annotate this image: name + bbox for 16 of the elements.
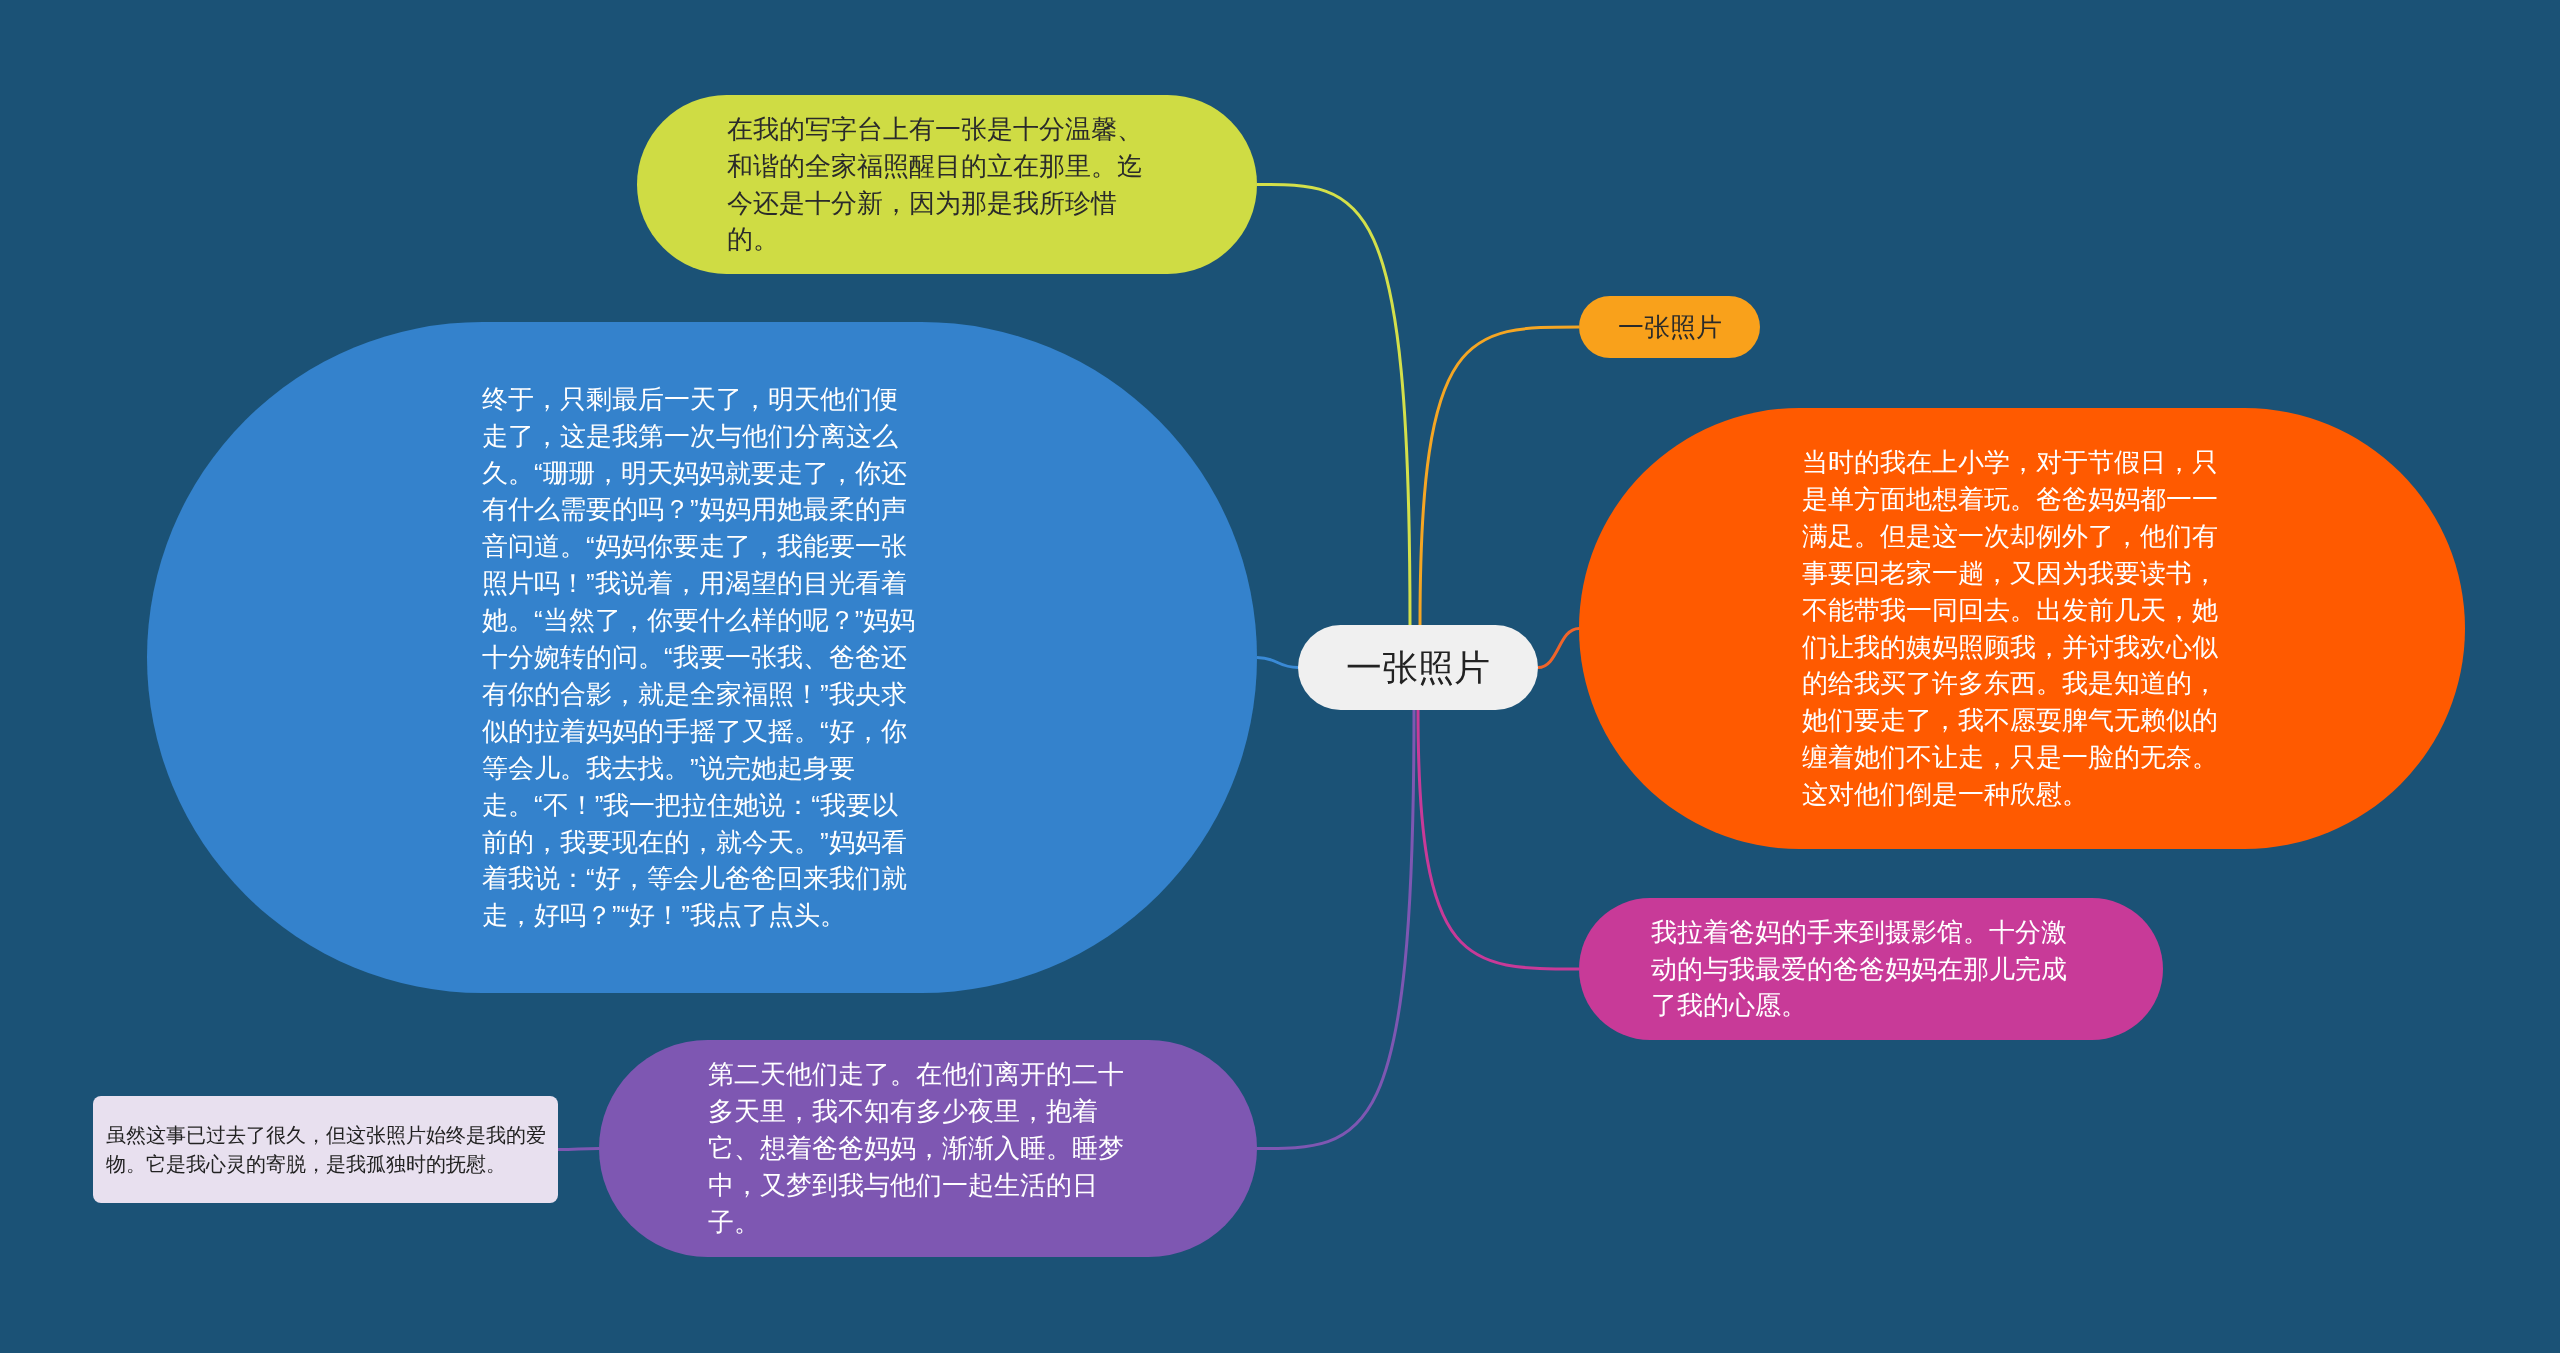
topic-text: 终于，只剩最后一天了，明天他们便走了，这是我第一次与他们分离这么久。“珊珊，明天妈妈就要走了，你还有什么需要的吗？”妈妈用她最柔的声音问道。“妈妈你要走了，我能要一张照片吗！”我说着，用渴望的目光看着她。“当然了，你要什么样的呢？”妈妈十分婉转的问。“我要一张我、爸爸还有你的合影，就是全家福照！”我央求似的拉着妈妈的手摇了又摇。“好，你等会儿。我去找。”说完她起身要走。“不！”我一把拉住她说：“我要以前的，我要现在的，就今天。”妈妈看着我说：“好，等会儿爸爸回来我们就走，好吗？”“好！”我点了点头。: [482, 382, 917, 933]
connector-line: [1418, 325, 1579, 626]
topic-text: 第二天他们走了。在他们离开的二十多天里，我不知有多少夜里，抱着它、想着爸爸妈妈，渐渐入睡。睡梦中，又梦到我与他们一起生活的日子。: [708, 1058, 1125, 1239]
topic-text: 虽然这事已过去了很久，但这张照片始终是我的爱物。它是我心灵的寄脱，是我孤独时的抚慰。: [105, 1123, 546, 1177]
connector-line: [1416, 709, 1579, 971]
topic-text: 当时的我在上小学，对于节假日，只是单方面地想着玩。爸爸妈妈都一一满足。但是这一次却例外了，他们有事要回老家一趟，又因为我要读书，不能带我一同回去。出发前几天，她们让我的姨妈照顾我，并讨我欢心似的给我买了许多东西。我是知道的，她们要走了，我不愿耍脾气无赖似的缠着她们不让走，只是一脸的无奈。这对他们倒是一种欣慰。: [1802, 445, 2219, 812]
topic-text: 在我的写字台上有一张是十分温馨、和谐的全家福照醒目的立在那里。迄今还是十分新，因为那是我所珍惜的。: [727, 112, 1144, 257]
connector-line: [558, 1147, 599, 1151]
connector-line: [1257, 183, 1412, 625]
connector-line: [1537, 627, 1580, 669]
connector-line: [1257, 710, 1416, 1150]
topic-text: 我拉着爸妈的手来到摄影馆。十分激动的与我最爱的爸爸妈妈在那儿完成了我的心愿。: [1651, 915, 2068, 1023]
connector-line: [1256, 656, 1299, 669]
topic-text: 一张照片: [1617, 310, 1722, 344]
topic-text: 一张照片: [1346, 645, 1490, 690]
note-card: [93, 1096, 558, 1203]
